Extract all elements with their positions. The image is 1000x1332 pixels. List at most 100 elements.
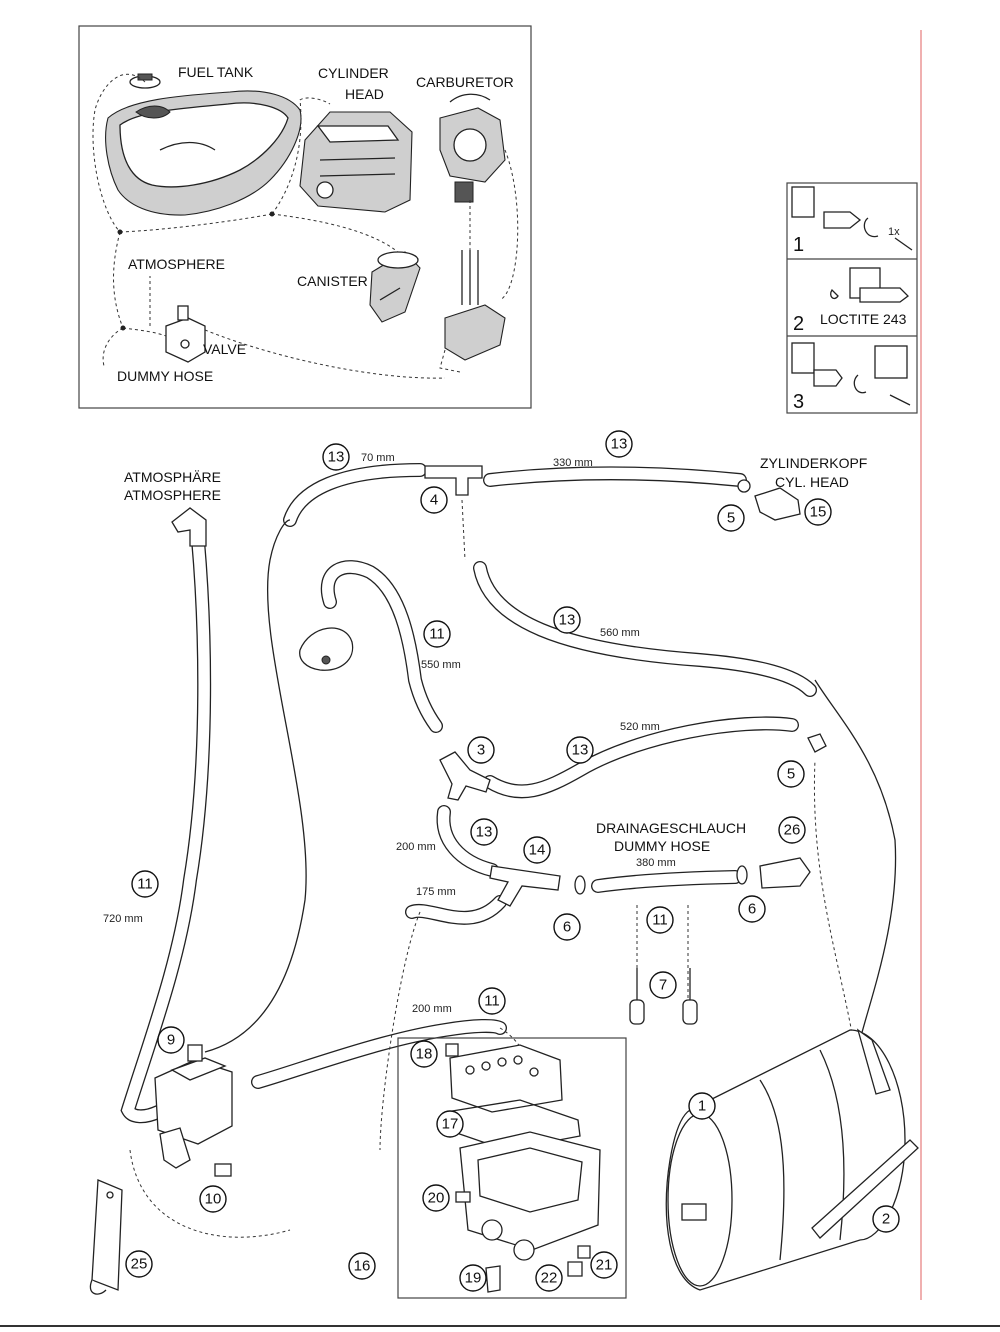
callout-13-top-right: 13 <box>605 430 633 458</box>
length-720: 720 mm <box>103 913 143 925</box>
callouts: 13 13 4 5 15 13 11 3 13 5 13 14 26 11 6 … <box>125 430 900 1292</box>
callout-11-tank-hose: 11 <box>423 620 451 648</box>
svg-text:6: 6 <box>563 919 571 936</box>
svg-text:3: 3 <box>477 742 485 759</box>
callout-4: 4 <box>420 486 448 514</box>
label-atmosphere: ATMOSPHERE <box>124 487 221 503</box>
svg-text:22: 22 <box>541 1270 558 1287</box>
svg-text:14: 14 <box>529 842 546 859</box>
step-1: 1 1x <box>791 186 913 256</box>
inset-label-atmosphere: ATMOSPHERE <box>128 256 225 272</box>
svg-text:11: 11 <box>137 876 153 893</box>
svg-text:2: 2 <box>882 1211 890 1228</box>
fittings <box>171 465 827 907</box>
svg-text:11: 11 <box>652 912 668 929</box>
callout-18: 18 <box>410 1040 438 1068</box>
callout-6-left: 6 <box>553 913 581 941</box>
inset-label-carburetor: CARBURETOR <box>416 74 514 90</box>
svg-text:26: 26 <box>784 822 801 839</box>
svg-text:9: 9 <box>167 1032 175 1049</box>
svg-text:6: 6 <box>748 901 756 918</box>
inset-label-valve: VALVE <box>203 341 246 357</box>
length-70: 70 mm <box>361 452 395 464</box>
filter-housing-16 <box>397 1037 627 1299</box>
inset-label-cylinder: CYLINDER <box>318 65 389 81</box>
step-3: 3 <box>791 342 911 413</box>
label-zylinderkopf: ZYLINDERKOPF <box>760 455 867 471</box>
step-1-note: 1x <box>888 226 900 238</box>
svg-text:21: 21 <box>596 1257 613 1274</box>
callout-11-lower: 11 <box>478 987 506 1015</box>
callout-16: 16 <box>348 1252 376 1280</box>
step-2-number: 2 <box>793 313 804 335</box>
callout-19: 19 <box>459 1264 487 1292</box>
length-200-lower: 200 mm <box>412 1003 452 1015</box>
brackets-7 <box>629 968 698 1025</box>
callout-21: 21 <box>590 1251 618 1279</box>
canister-illustration <box>369 251 421 323</box>
step-1-number: 1 <box>793 234 804 256</box>
valve-illustration <box>165 305 206 363</box>
svg-text:5: 5 <box>787 766 795 783</box>
svg-text:1: 1 <box>698 1098 706 1115</box>
svg-text:19: 19 <box>465 1270 482 1287</box>
inset-schematic: FUEL TANK CYLINDER HEAD CARBURETOR ATMOS… <box>78 25 532 409</box>
length-380: 380 mm <box>636 857 676 869</box>
float-bowl-illustration <box>439 250 506 373</box>
svg-text:7: 7 <box>659 977 667 994</box>
svg-text:11: 11 <box>429 626 445 643</box>
callout-13-lower-left: 13 <box>470 818 498 846</box>
callout-17: 17 <box>436 1110 464 1138</box>
svg-text:10: 10 <box>205 1191 222 1208</box>
svg-text:11: 11 <box>484 993 500 1010</box>
length-520: 520 mm <box>620 721 660 733</box>
callout-3: 3 <box>467 736 495 764</box>
svg-text:20: 20 <box>428 1190 445 1207</box>
svg-text:13: 13 <box>611 436 628 453</box>
inset-label-head: HEAD <box>345 86 384 102</box>
callout-5-upper: 5 <box>717 504 745 532</box>
label-atmosphaere: ATMOSPHÄRE <box>124 469 221 485</box>
carburetor-illustration <box>439 93 506 203</box>
svg-text:17: 17 <box>442 1116 459 1133</box>
callout-6-right: 6 <box>738 895 766 923</box>
svg-text:13: 13 <box>559 612 576 629</box>
callout-20: 20 <box>422 1184 450 1212</box>
callout-9: 9 <box>157 1026 185 1054</box>
svg-text:4: 4 <box>430 492 438 509</box>
length-200-upper: 200 mm <box>396 841 436 853</box>
svg-text:5: 5 <box>727 510 735 527</box>
length-560: 560 mm <box>600 627 640 639</box>
step-3-number: 3 <box>793 391 804 413</box>
callout-25: 25 <box>125 1250 153 1278</box>
fuel-tank-illustration <box>105 73 302 216</box>
svg-text:16: 16 <box>354 1258 371 1275</box>
valve-part-9 <box>154 1044 233 1177</box>
canister-part-1 <box>665 1028 906 1291</box>
callout-11-dummy: 11 <box>646 906 674 934</box>
svg-text:13: 13 <box>328 449 345 466</box>
callout-13-lower-right: 13 <box>566 736 594 764</box>
callout-14: 14 <box>523 836 551 864</box>
svg-text:13: 13 <box>476 824 493 841</box>
callout-5-lower: 5 <box>777 760 805 788</box>
callout-2: 2 <box>872 1205 900 1233</box>
inset-label-dummy-hose: DUMMY HOSE <box>117 368 213 384</box>
length-330: 330 mm <box>553 457 593 469</box>
callout-15: 15 <box>804 498 832 526</box>
callout-26: 26 <box>778 816 806 844</box>
bracket-25 <box>89 1179 123 1295</box>
callout-11-left: 11 <box>131 870 159 898</box>
label-drainageschlauch: DRAINAGESCHLAUCH <box>596 820 746 836</box>
callout-10: 10 <box>199 1185 227 1213</box>
callout-13-middle: 13 <box>553 606 581 634</box>
callout-13-top-left: 13 <box>322 443 350 471</box>
svg-text:25: 25 <box>131 1256 148 1273</box>
label-dummy-hose: DUMMY HOSE <box>614 838 710 854</box>
svg-text:15: 15 <box>810 504 827 521</box>
inset-label-fuel-tank: FUEL TANK <box>178 64 254 80</box>
inset-label-canister: CANISTER <box>297 273 368 289</box>
svg-text:18: 18 <box>416 1046 433 1063</box>
length-550: 550 mm <box>421 659 461 671</box>
